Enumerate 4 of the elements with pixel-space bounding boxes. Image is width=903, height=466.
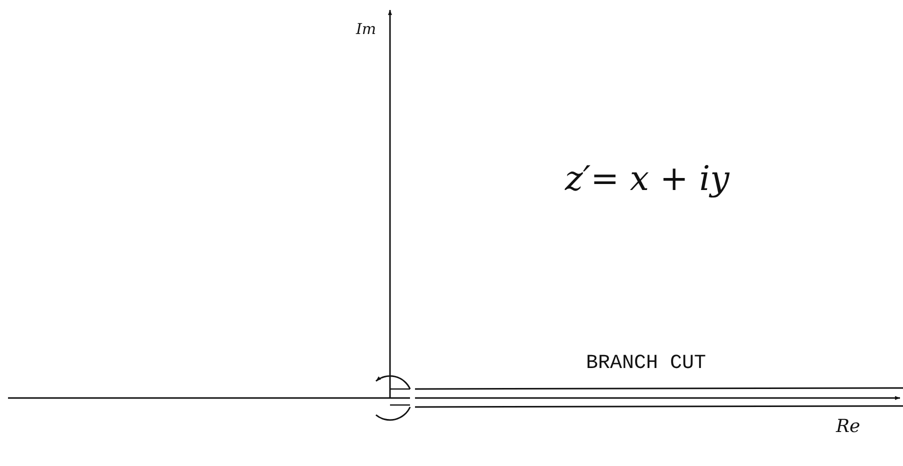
axis-label: Re <box>836 418 860 436</box>
branch-cut-label: BRANCH CUT <box>586 354 706 374</box>
equation: z′= x + iy <box>565 162 730 196</box>
axis-label: Im <box>356 22 376 37</box>
